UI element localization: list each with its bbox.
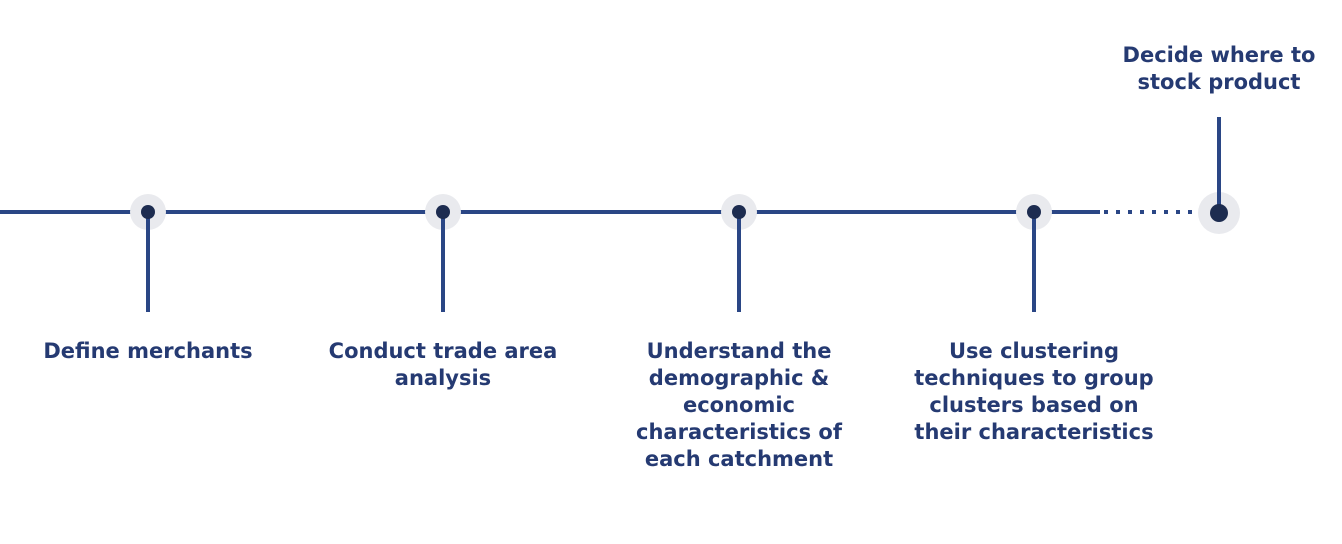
milestone-label: Decide where to stock product [1122, 43, 1316, 94]
milestone-dot-icon [1027, 205, 1041, 219]
milestone-stem [1217, 117, 1221, 213]
milestone-stem [737, 212, 741, 312]
milestone-dot-icon [141, 205, 155, 219]
milestone-label: Use clustering techniques to group clust… [914, 339, 1154, 444]
milestone-label: Understand the demographic & economic ch… [636, 339, 842, 471]
timeline-dotted-line [1104, 210, 1194, 214]
milestone-dot-icon [1210, 204, 1228, 222]
milestone-label: Define merchants [43, 339, 253, 363]
milestone-dot-icon [436, 205, 450, 219]
milestone-label: Conduct trade area analysis [328, 339, 558, 390]
milestone-stem [441, 212, 445, 312]
timeline-line [0, 210, 1100, 214]
milestone-stem [1032, 212, 1036, 312]
milestone-dot-icon [732, 205, 746, 219]
milestone-stem [146, 212, 150, 312]
